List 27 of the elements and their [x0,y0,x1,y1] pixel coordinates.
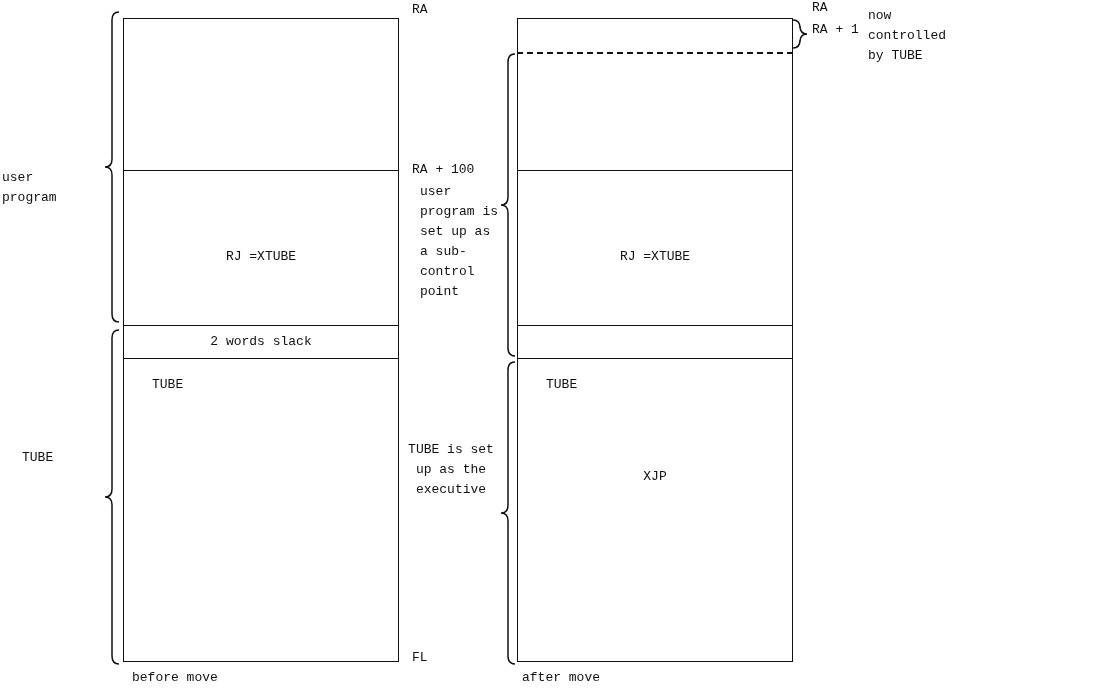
region-label: TUBE [546,377,578,392]
region-caption: user program is set up as a sub-control point [420,183,499,301]
region-label: RJ =XTUBE [619,249,691,264]
memory-region [517,325,793,359]
address-label: RA [812,0,828,17]
memory-region [517,52,793,171]
memory-region [517,18,793,53]
address-label: FL [412,649,428,667]
memory-region [517,358,793,662]
note: now controlled by TUBE [868,7,947,65]
region-label: XJP [643,469,667,484]
memory-region [517,170,793,326]
memory-region [123,325,399,359]
region-label: TUBE [152,377,184,392]
address-label: RA [412,1,428,19]
region-caption: TUBE is set up as the executive [407,441,495,499]
memory-region [123,358,399,662]
region-caption: TUBE [22,449,54,467]
memory-region [123,18,399,171]
region-label: 2 words slack [210,334,312,349]
address-label: RA + 100 [412,161,475,179]
region-label: RJ =XTUBE [225,249,297,264]
region-caption: user program [2,169,58,207]
caption: after move [522,669,600,687]
address-label: RA + 1 [812,21,859,39]
memory-region [123,170,399,326]
caption: before move [132,669,218,687]
